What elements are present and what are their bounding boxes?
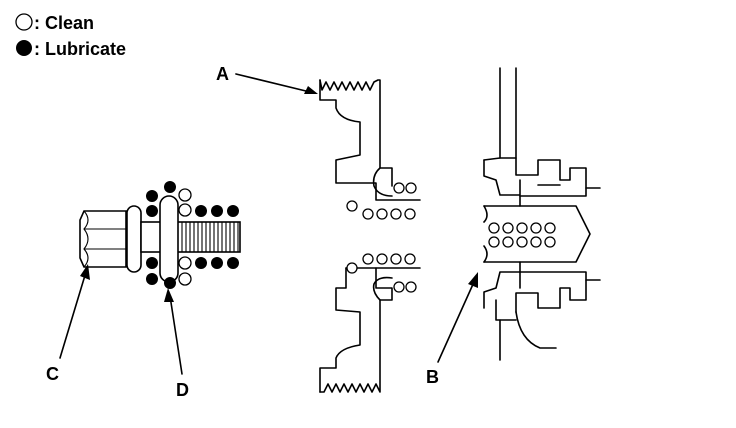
callout-b: B bbox=[426, 272, 478, 387]
lubricate-symbol-icon bbox=[16, 40, 32, 56]
svg-text:C: C bbox=[46, 364, 59, 384]
lubricate-points-top bbox=[146, 181, 239, 217]
svg-text:A: A bbox=[216, 64, 229, 84]
pulley-section bbox=[319, 79, 421, 393]
clean-points-top bbox=[178, 188, 192, 217]
hub-clean-points bbox=[488, 222, 556, 248]
legend: : Clean : Lubricate bbox=[15, 13, 126, 59]
bolt-threads bbox=[181, 222, 239, 252]
callout-d: D bbox=[164, 288, 189, 400]
svg-text:B: B bbox=[426, 367, 439, 387]
callout-c: C bbox=[46, 264, 90, 384]
pulley-clean-points bbox=[346, 182, 417, 293]
lubricate-points-bottom bbox=[146, 257, 239, 289]
legend-clean-label: : Clean bbox=[34, 13, 94, 33]
callout-a: A bbox=[216, 64, 318, 94]
legend-lubricate-label: : Lubricate bbox=[34, 39, 126, 59]
svg-text:D: D bbox=[176, 380, 189, 400]
clean-symbol-icon bbox=[15, 13, 33, 31]
bolt-assembly bbox=[79, 181, 241, 289]
clean-points-bottom bbox=[178, 256, 192, 286]
hub-section bbox=[483, 67, 601, 361]
